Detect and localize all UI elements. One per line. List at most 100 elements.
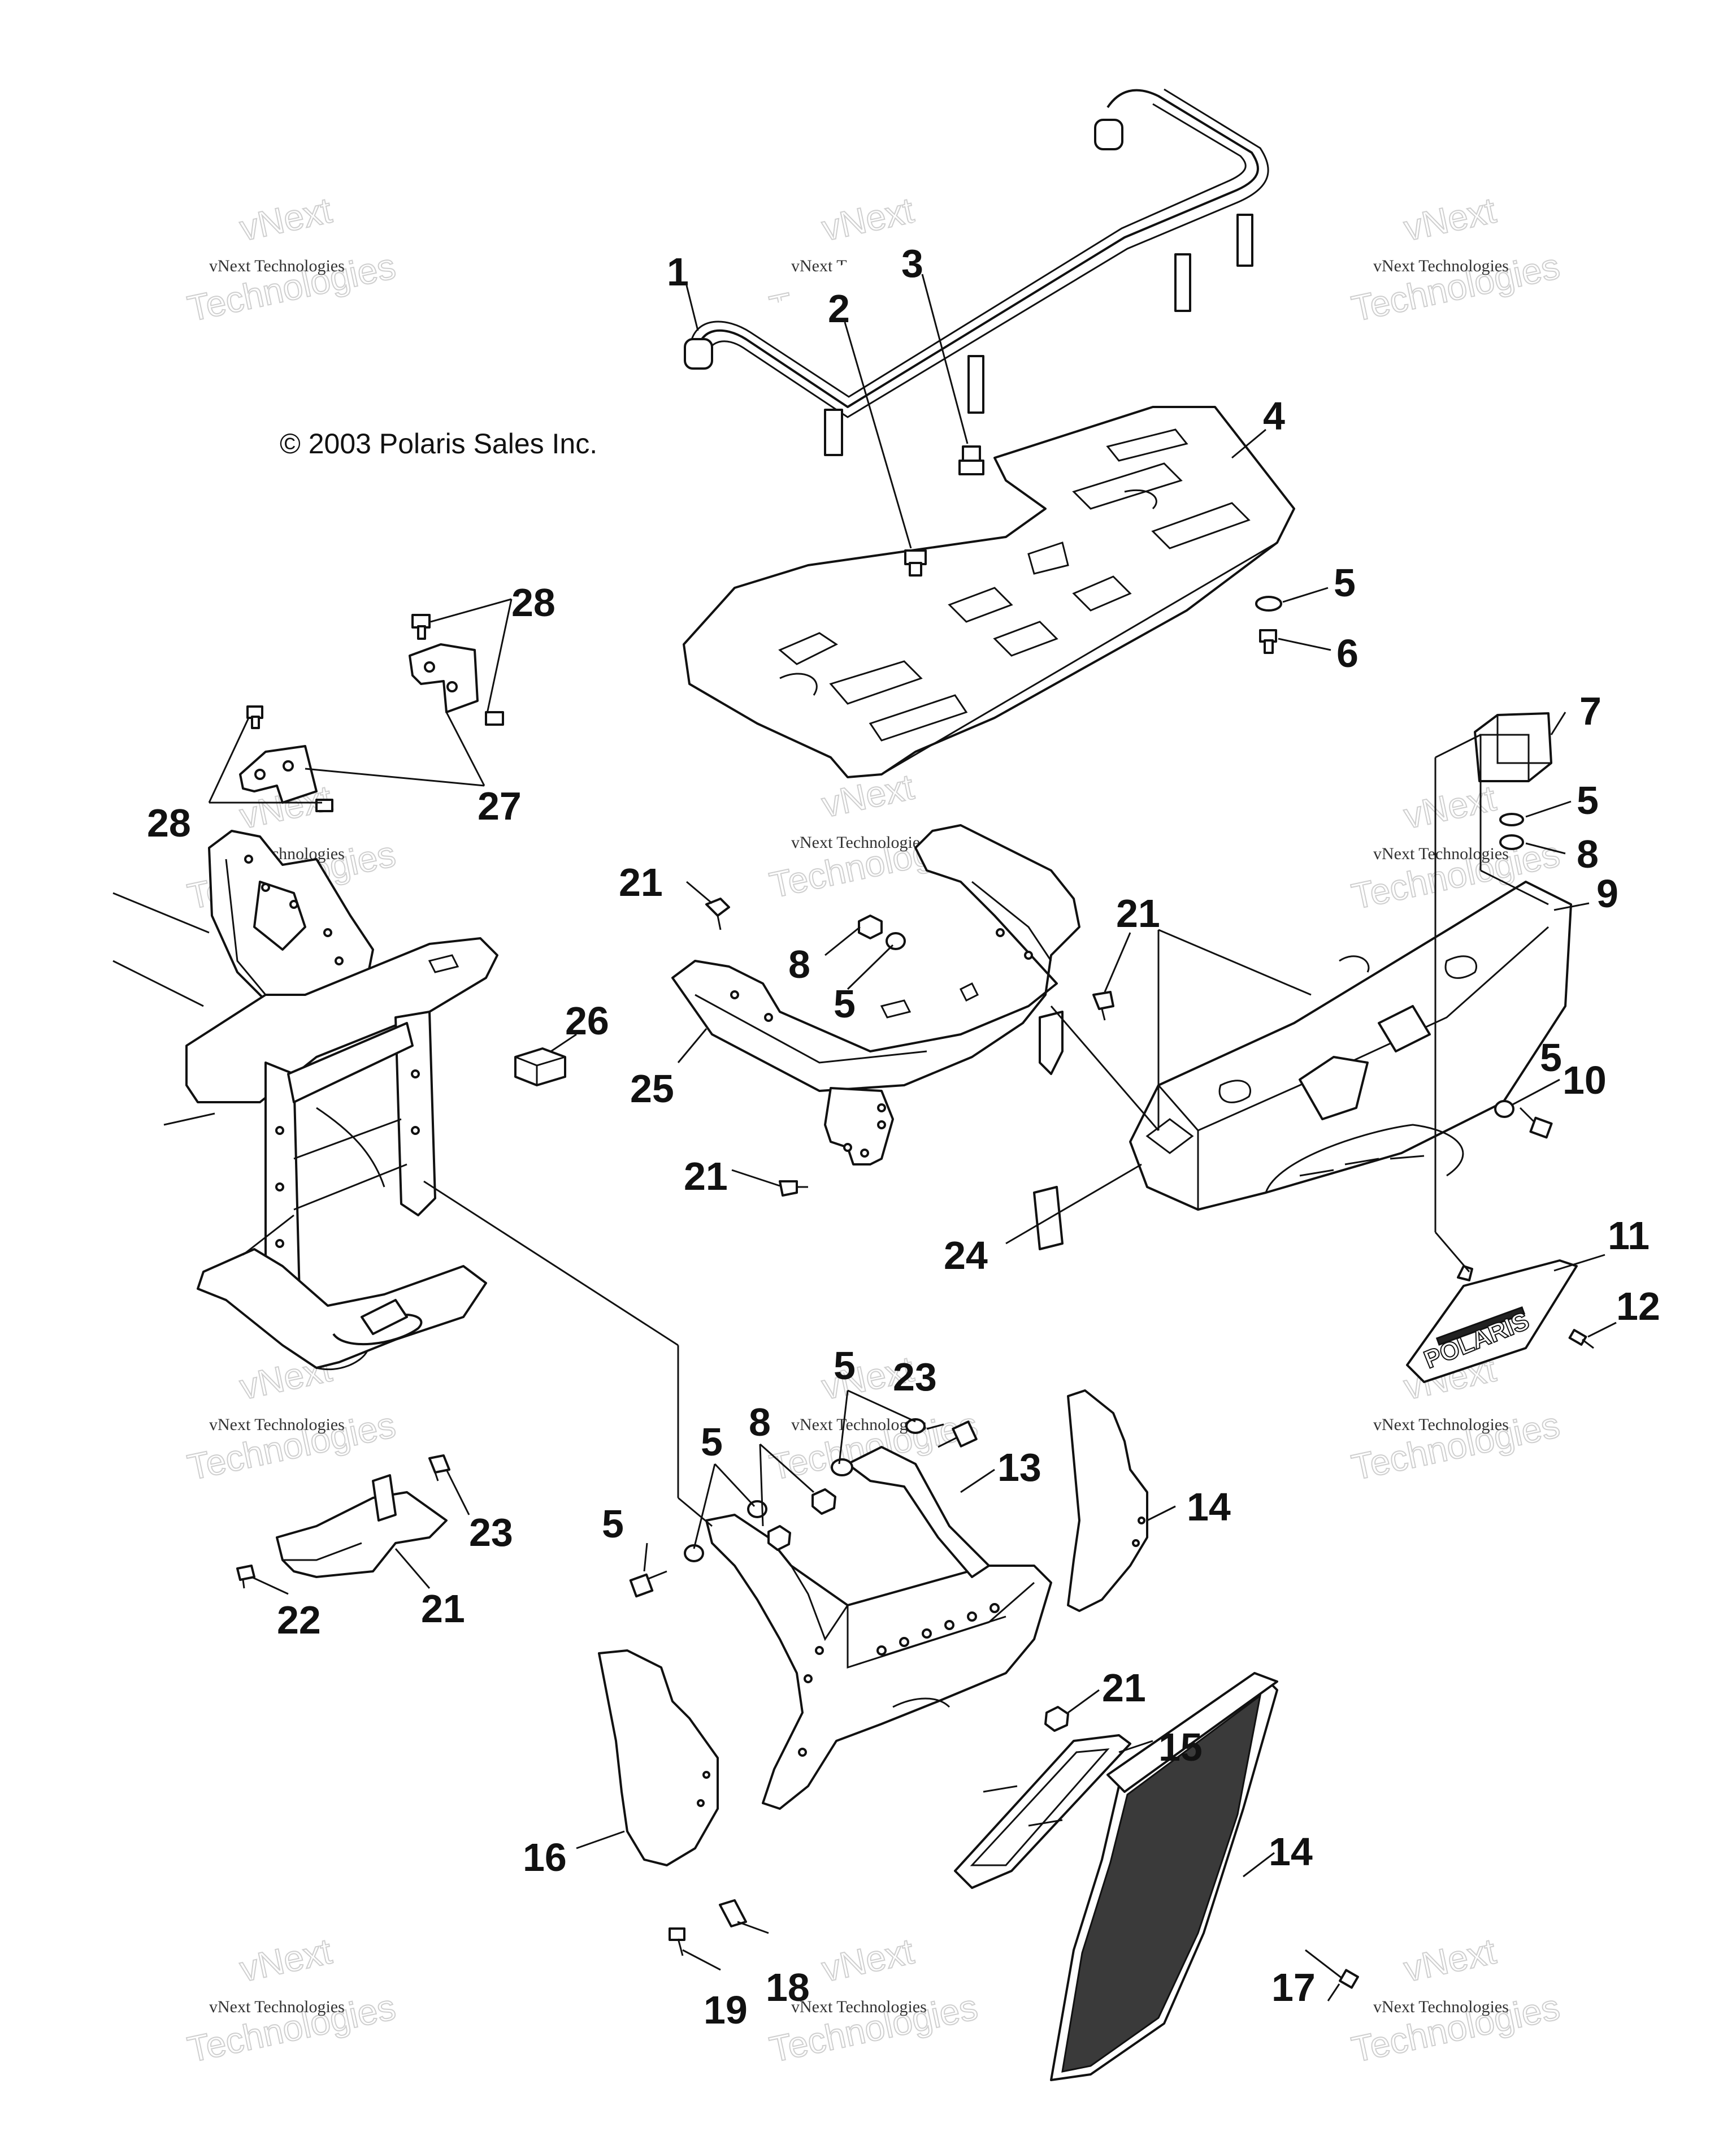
side-panel-14-left [598,1649,719,1866]
frame [112,830,498,1371]
watermark-text: vNext Technologies [209,1998,345,2016]
callout-23: 23 [893,1355,937,1399]
callout-3: 3 [901,241,923,285]
watermark: vNext Technologies vNext Technologies [1348,1930,1564,2071]
callout-6: 6 [1336,631,1359,675]
clip-19 [719,1899,747,1927]
copyright-text: © 2003 Polaris Sales Inc. [280,428,597,460]
bolt-28 [485,711,504,726]
washer-5-side [1494,1100,1514,1118]
screw-21 [428,1454,450,1481]
rail-end-cap [1094,119,1123,150]
fastener-2 [904,549,927,577]
rail-end-cap [684,338,713,370]
watermark-text: vNext Technologies [1373,844,1509,863]
callout-13: 13 [997,1445,1041,1489]
callout-17: 14 [1269,1830,1313,1874]
watermark: vNext Technologies vNext Technologies [184,1348,400,1489]
washer-5 [831,1458,853,1476]
block-26 [514,1047,566,1086]
callout-10: 10 [1563,1058,1607,1102]
mesh-17 [1050,1672,1278,2081]
nut-8-center [858,915,883,939]
nut-8 [767,1525,791,1551]
bolt-28 [411,614,431,640]
bolt-28 [246,705,263,729]
callout-24: 24 [944,1233,988,1277]
bolt-23 [629,1570,667,1598]
callout-28: 28 [147,801,191,845]
screw-20 [669,1927,685,1956]
callout-5: 5 [701,1420,723,1464]
callout-20: 19 [704,1988,748,2032]
callout-5: 5 [834,982,856,1026]
callout-16: 15 [1158,1725,1203,1769]
callout-21: 21 [619,860,663,904]
callout-14: 16 [523,1835,567,1879]
callout-18: 17 [1271,1965,1316,2009]
watermark-big-text: vNext [818,1931,917,1990]
nut-15 [1044,1706,1069,1732]
washer-5-top [1255,596,1282,612]
callout-22: 21 [421,1587,465,1631]
front-rack-bracket-25 [671,824,1080,1166]
bumper-guard-13 [705,1446,1052,1810]
nut-8 [811,1488,836,1515]
watermark-big-text: vNext [236,190,335,249]
watermark-text: vNext Technologies [791,833,927,852]
watermark: vNext Technologies vNext Technologies [184,1930,400,2071]
screw-21 [779,1180,808,1197]
bolt-6 [1259,629,1277,654]
callouts: 1 2 3 4 5 6 7 5 8 9 5 10 11 12 21 8 5 21… [147,241,1660,2032]
watermark-big-text: vNext [236,1931,335,1990]
watermark-text: vNext Technologies [209,257,345,275]
rear-rack-rail [684,88,1269,456]
callout-5: 5 [834,1344,856,1388]
callout-8: 8 [1577,832,1599,876]
bolt-28 [315,799,333,812]
light-7 [1474,712,1552,782]
bolt-23 [938,1420,978,1448]
watermark-text: vNext Technologies [791,1998,927,2016]
watermark-text: vNext Technologies [1373,1998,1509,2016]
washer-5-right [1499,813,1524,826]
callout-14: 14 [1187,1485,1231,1529]
callout-27: 27 [478,784,522,828]
callout-12: 12 [1616,1284,1660,1328]
nut-8-right [1499,834,1524,850]
callout-5: 5 [1540,1035,1562,1080]
front-bumper-9 [1129,881,1572,1211]
callout-21: 21 [1116,891,1160,935]
callout-11: 11 [1608,1214,1650,1258]
side-panel-14-right [1067,1389,1148,1612]
callout-2: 2 [828,287,850,331]
screw-18 [1327,1969,1359,2001]
bracket-22 [276,1474,448,1578]
callout-21: 22 [277,1598,321,1642]
fastener-3 [958,445,984,475]
bracket-27-upper [409,643,479,713]
grille-frame-16 [954,1734,1131,1889]
callout-9: 9 [1596,872,1618,916]
watermark-text: vNext Technologies [1373,257,1509,275]
callout-8: 8 [788,942,810,986]
callout-19: 18 [766,1965,810,2009]
callout-26: 26 [565,999,609,1043]
callout-7: 7 [1579,689,1602,733]
screw-21 [705,898,730,930]
callout-15: 21 [1102,1666,1146,1710]
callout-5: 5 [1334,561,1356,605]
screw-21 [236,1565,255,1589]
callout-23: 5 [602,1502,624,1546]
rear-rack [683,406,1295,778]
callout-8: 8 [749,1400,771,1444]
callout-5: 5 [1577,778,1599,822]
watermark-big-text: vNext [1400,778,1499,837]
watermark: vNext Technologies vNext Technologies [1348,189,1564,330]
screw-12 [1568,1329,1594,1349]
callout-4: 4 [1263,394,1285,438]
washer-5-center [886,932,906,950]
callout-1: 1 [667,250,689,294]
watermark: vNext Technologies vNext Technologies [184,189,400,330]
